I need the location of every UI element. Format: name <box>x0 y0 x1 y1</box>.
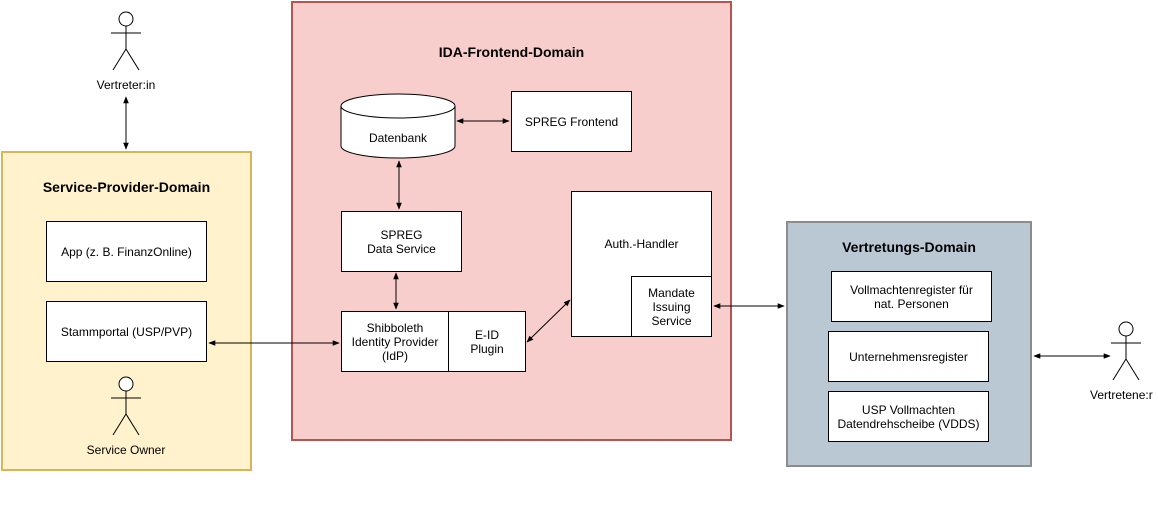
unternehmensregister-label: Unternehmensregister <box>849 349 968 364</box>
ida-frontend-domain-title: IDA-Frontend-Domain <box>438 44 585 60</box>
eid-plugin-label-line1: E-ID <box>474 327 499 342</box>
service-owner-actor-icon <box>111 376 141 436</box>
service-provider-domain-title: Service-Provider-Domain <box>42 179 211 195</box>
eid-plugin-label-line2: Plugin <box>470 341 504 356</box>
mandate-issuing-label-line1: Mandate <box>648 285 695 300</box>
stammportal-box: Stammportal (USP/PVP) <box>46 301 207 362</box>
usp-vdds-label-line1: USP Vollmachten <box>861 402 956 417</box>
spreg-data-service-label-line1: SPREG <box>380 227 423 242</box>
stammportal-label: Stammportal (USP/PVP) <box>60 324 193 339</box>
app-finanzonline-box: App (z. B. FinanzOnline) <box>46 221 207 282</box>
vertreter-label: Vertreter:in <box>96 78 156 92</box>
vollmachtenregister-label-line2: nat. Personen <box>874 296 949 311</box>
vertretene-actor-icon <box>1111 321 1141 381</box>
usp-vdds-box: USP Vollmachten Datendrehscheibe (VDDS) <box>828 391 989 442</box>
spreg-data-service-label-line2: Data Service <box>367 241 436 256</box>
shibboleth-idp-box: Shibboleth Identity Provider (IdP) <box>341 311 449 372</box>
datenbank-label: Datenbank <box>368 131 428 145</box>
spreg-data-service-box: SPREG Data Service <box>341 211 462 272</box>
service-owner-label: Service Owner <box>86 443 166 457</box>
mandate-issuing-label-line2: Issuing <box>652 299 691 314</box>
spreg-frontend-label: SPREG Frontend <box>524 114 619 129</box>
mandate-issuing-label-line3: Service <box>651 313 692 328</box>
vertreter-actor-icon <box>111 11 141 71</box>
eid-plugin-box: E-ID Plugin <box>448 311 526 372</box>
spreg-frontend-box: SPREG Frontend <box>511 91 632 152</box>
service-provider-domain: Service-Provider-Domain <box>1 151 252 471</box>
app-finanzonline-label: App (z. B. FinanzOnline) <box>61 244 192 259</box>
connector-eidplugin-authhandler <box>526 299 571 343</box>
unternehmensregister-box: Unternehmensregister <box>828 331 989 382</box>
shibboleth-label-line1: Shibboleth <box>366 320 424 335</box>
vertretungs-domain-title: Vertretungs-Domain <box>842 239 976 255</box>
vollmachtenregister-label-line1: Vollmachtenregister für <box>850 282 973 297</box>
vollmachtenregister-box: Vollmachtenregister für nat. Personen <box>831 271 992 322</box>
datenbank-cylinder-icon <box>340 93 456 159</box>
vertretene-label: Vertretene:r <box>1090 388 1153 402</box>
shibboleth-label-line2: Identity Provider <box>351 334 439 349</box>
usp-vdds-label-line2: Datendrehscheibe (VDDS) <box>837 416 980 431</box>
auth-handler-label: Auth.-Handler <box>604 237 679 251</box>
shibboleth-label-line3: (IdP) <box>381 348 408 363</box>
mandate-issuing-service-box: Mandate Issuing Service <box>631 276 712 337</box>
